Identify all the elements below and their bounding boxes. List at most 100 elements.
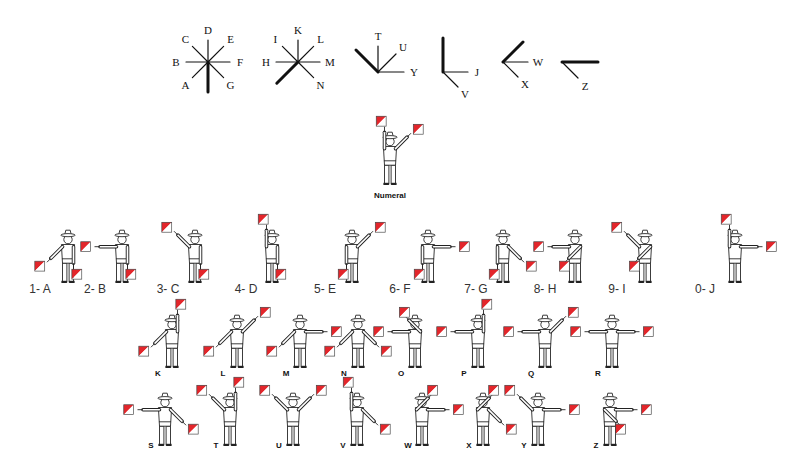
shoe: [123, 281, 129, 283]
arm: [417, 398, 429, 410]
flag-outline: [374, 327, 384, 337]
hat-brim: [538, 319, 552, 322]
flag-red: [316, 385, 326, 395]
shoe: [429, 281, 435, 283]
leg: [607, 348, 611, 367]
flag-stick: [407, 133, 411, 137]
flag-stick: [279, 343, 283, 347]
flag-outline: [459, 242, 469, 252]
arm: [350, 393, 354, 410]
flag-white: [199, 269, 209, 279]
arm: [544, 408, 561, 412]
belt: [416, 421, 428, 422]
shoe: [188, 281, 194, 283]
flag-outline: [258, 214, 268, 224]
flag-stick: [95, 246, 101, 247]
key-letter: V: [461, 89, 469, 100]
flag-outline: [559, 261, 569, 271]
arm: [496, 247, 500, 264]
leg: [429, 263, 433, 282]
flag-outline: [204, 346, 214, 356]
leg: [416, 348, 420, 367]
arm: [639, 247, 651, 259]
semaphore-figure: [437, 299, 492, 368]
key-stroke: [208, 62, 224, 78]
key-stroke: [503, 61, 528, 62]
key-stroke: [208, 46, 224, 62]
flag-outline: [331, 327, 341, 337]
key-stroke: [298, 62, 314, 78]
leg: [576, 263, 580, 282]
flag-outline: [616, 424, 626, 434]
key-stroke: [298, 61, 320, 62]
flag-red: [459, 242, 469, 252]
flag-outline: [188, 424, 198, 434]
flag-outline: [482, 299, 492, 309]
shoe: [646, 281, 652, 283]
sleeve: [741, 246, 758, 248]
leg: [646, 263, 650, 282]
semaphore-figure: [534, 230, 582, 283]
arm: [590, 330, 607, 334]
flag-outline: [643, 327, 653, 337]
flag-white: [188, 424, 198, 434]
flag-white: [643, 327, 653, 337]
flag-red: [616, 424, 626, 434]
shoe: [350, 444, 356, 446]
flag-white: [258, 214, 268, 224]
sleeve: [351, 393, 353, 410]
flag-outline: [534, 242, 544, 252]
leg: [533, 426, 537, 445]
flag-white: [414, 269, 424, 279]
flag-stick: [73, 263, 74, 269]
hat-brim: [605, 319, 619, 322]
shoe: [273, 281, 279, 283]
signal-label: 6- F: [389, 283, 410, 295]
flag-outline: [376, 116, 386, 126]
leg: [295, 348, 299, 367]
leg: [117, 263, 121, 282]
shoe: [638, 281, 644, 283]
flag-red: [506, 424, 516, 434]
numeral-label: Numeral: [374, 192, 406, 200]
arm: [421, 247, 425, 264]
sleeve: [243, 320, 255, 332]
sleeve: [396, 137, 408, 149]
flag-stick: [277, 263, 278, 269]
flag-white: [325, 346, 335, 356]
sleeve: [100, 246, 117, 248]
key-stroke: [377, 46, 378, 72]
flag-red: [629, 261, 639, 271]
leg: [353, 263, 357, 282]
arm: [213, 398, 225, 410]
sleeve: [384, 132, 386, 149]
flag-white: [399, 307, 409, 317]
flag-outline: [453, 405, 463, 415]
arm: [171, 410, 183, 422]
flag-stick: [254, 316, 258, 320]
leg: [385, 165, 389, 184]
flag-outline: [124, 405, 134, 415]
flag-red: [568, 307, 578, 317]
arm: [489, 410, 501, 422]
leg: [640, 263, 644, 282]
flag-red: [197, 385, 207, 395]
flag-white: [559, 261, 569, 271]
arm: [176, 315, 180, 332]
signal-label: R: [595, 370, 601, 378]
arm: [199, 247, 203, 264]
shoe: [351, 366, 357, 368]
sleeve: [628, 235, 640, 247]
flag-outline: [505, 385, 515, 395]
flag-red: [204, 346, 214, 356]
flag-stick: [369, 231, 373, 235]
flag-white: [526, 261, 536, 271]
semaphore-key: [186, 38, 598, 92]
flag-white: [504, 327, 514, 337]
semaphore-figure: [612, 222, 652, 283]
flag-stick: [151, 343, 155, 347]
flag-stick: [548, 246, 554, 247]
flag-red: [505, 385, 515, 395]
arm: [393, 330, 410, 334]
